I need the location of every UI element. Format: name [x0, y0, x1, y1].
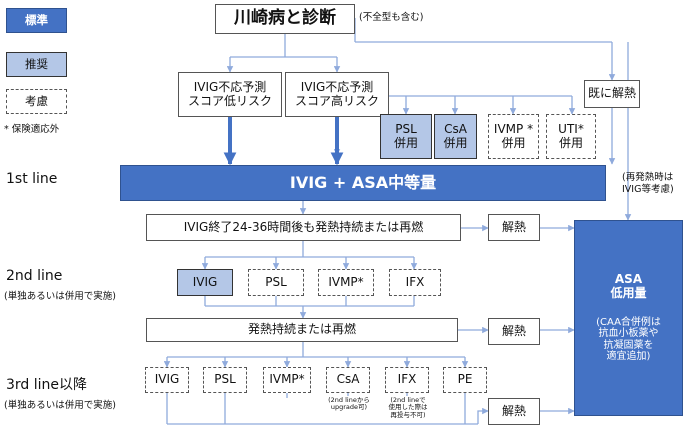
combo-psl: PSL 併用 [380, 114, 432, 159]
level-1st-line: 1st line [6, 171, 58, 187]
csa-note-line-1: (2nd lineから [328, 396, 370, 404]
legend-consider: 考慮 [6, 89, 67, 114]
asa-note-4: 適宜追加) [606, 351, 651, 363]
asa-note-2: 抗血小板薬や [598, 328, 659, 340]
combo-uti-use: 併用 [558, 135, 583, 150]
third-opt-ivmp: IVMP* [263, 367, 311, 393]
csa-note: (2nd lineから upgrade可) [322, 396, 376, 412]
refever-note-line-1: (再発熱時は [622, 172, 674, 183]
legend-standard: 標準 [6, 8, 67, 33]
resolved-box-1: 解熱 [488, 214, 540, 241]
high-risk-line-1: IVIG不応予測 [300, 79, 374, 94]
level-2nd-line: 2nd line [6, 268, 63, 284]
second-opt-psl: PSL [248, 269, 304, 296]
combo-uti-drug: UTI* [558, 121, 584, 136]
combo-csa-use: 併用 [443, 135, 468, 150]
refever-note-line-2: IVIG等考慮) [622, 184, 674, 196]
diagnosis-note: (不全型も含む) [359, 12, 424, 23]
ifx-note-line-1: (2nd lineで [390, 396, 426, 404]
ifx-note-line-3: 再投与不可) [390, 410, 426, 419]
resolved-box-2: 解熱 [488, 318, 540, 345]
diagnosis-box: 川崎病と診断 [215, 4, 355, 34]
third-opt-csa: CsA [326, 367, 370, 393]
combo-csa-drug: CsA [444, 121, 467, 136]
third-opt-psl: PSL [203, 367, 247, 393]
third-opt-pe: PE [443, 367, 487, 393]
combo-psl-drug: PSL [395, 121, 417, 136]
second-opt-ifx: IFX [389, 269, 441, 296]
second-opt-ivig: IVIG [177, 269, 233, 296]
combo-uti: UTI* 併用 [546, 114, 596, 159]
resolved-box-3: 解熱 [488, 398, 540, 425]
persist-box-1: IVIG終了24-36時間後も発熱持続または再燃 [146, 214, 461, 241]
combo-ivmp: IVMP * 併用 [488, 114, 539, 159]
high-risk-box: IVIG不応予測 スコア高リスク [285, 72, 389, 117]
csa-note-line-2: upgrade可) [330, 403, 368, 412]
asa-low-dose-box: ASA 低用量 (CAA合併例は 抗血小板薬や 抗凝固薬を 適宜追加) [574, 220, 683, 416]
low-risk-box: IVIG不応予測 スコア低リスク [178, 72, 282, 117]
legend-insurance-note: * 保険適応外 [4, 124, 60, 135]
level-2nd-sub: (単独あるいは併用で実施) [4, 291, 116, 302]
second-opt-ivmp: IVMP* [318, 269, 374, 296]
asa-title-2: 低用量 [610, 286, 647, 300]
third-opt-ifx: IFX [385, 367, 429, 393]
ifx-note: (2nd lineで 使用した際は 再投与不可) [380, 396, 436, 419]
combo-csa: CsA 併用 [434, 114, 477, 159]
refever-note: (再発熱時は IVIG等考慮) [622, 172, 674, 197]
combo-psl-use: 併用 [393, 135, 418, 150]
combo-ivmp-use: 併用 [501, 135, 526, 150]
first-line-therapy: IVIG + ASA中等量 [120, 165, 606, 201]
persist-box-2: 発熱持続または再燃 [146, 318, 458, 342]
already-resolved-box: 既に解熱 [584, 80, 640, 108]
level-3rd-sub: (単独あるいは併用で実施) [4, 400, 116, 411]
ifx-note-line-2: 使用した際は [388, 403, 428, 412]
legend-recommended: 推奨 [6, 52, 67, 77]
asa-title-1: ASA [614, 272, 643, 287]
low-risk-line-2: スコア低リスク [187, 93, 272, 108]
level-3rd-line: 3rd line以降 [6, 377, 88, 393]
low-risk-line-1: IVIG不応予測 [193, 79, 267, 94]
asa-note-1: (CAA合併例は [596, 316, 661, 328]
asa-note-3: 抗凝固薬を [603, 339, 654, 351]
high-risk-line-2: スコア高リスク [294, 93, 379, 108]
third-opt-ivig: IVIG [145, 367, 189, 393]
combo-ivmp-drug: IVMP * [493, 121, 534, 136]
